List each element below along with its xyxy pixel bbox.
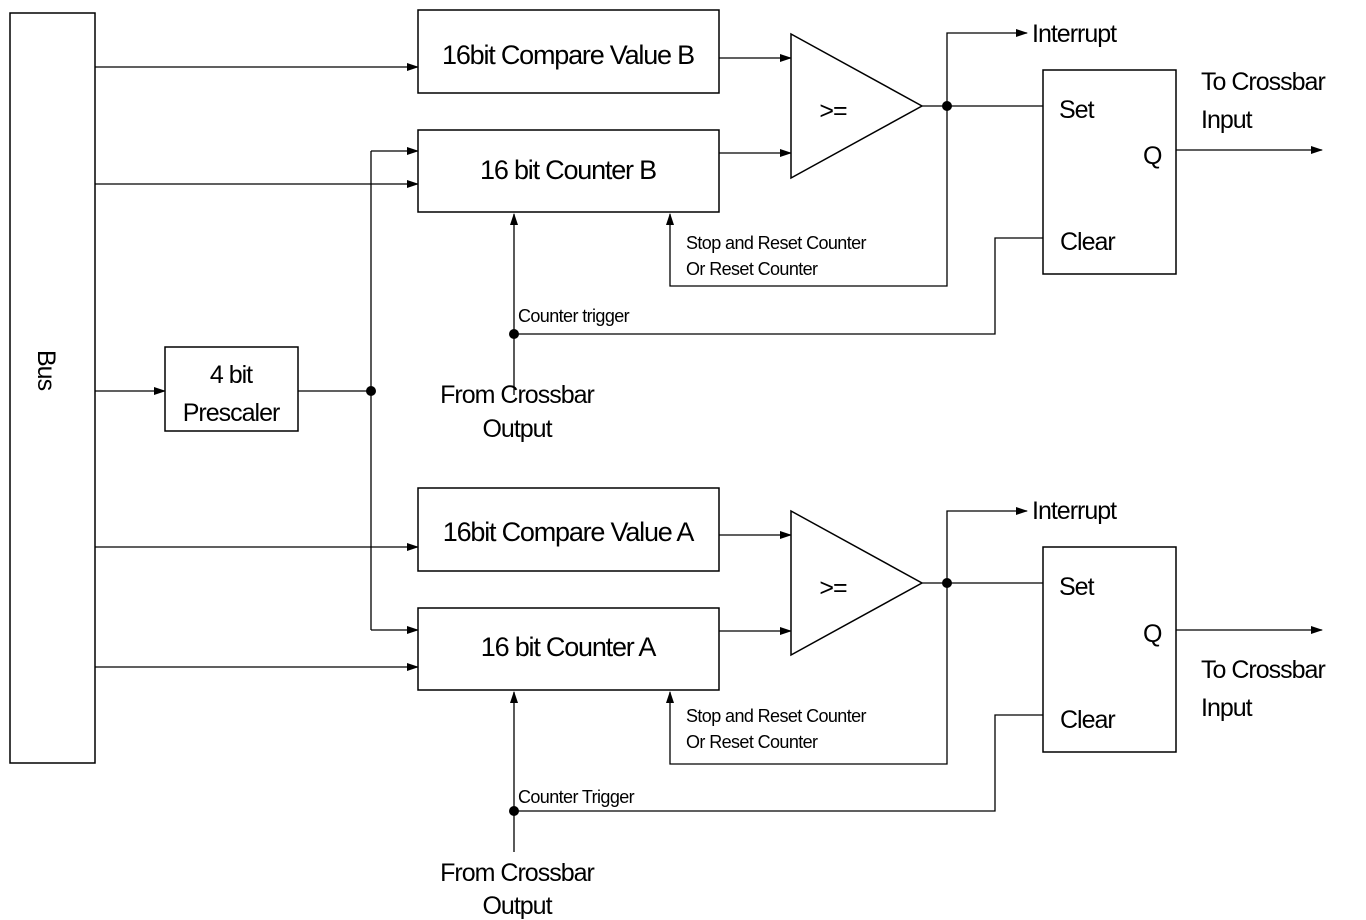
counter-b-label: 16 bit Counter B: [480, 155, 656, 185]
flipflop-b: [1042, 69, 1177, 275]
interrupt-a-wire: [946, 507, 1028, 583]
output-a-label-line1: To Crossbar: [1201, 656, 1325, 684]
output-b-label-line1: To Crossbar: [1201, 68, 1325, 96]
reset-a-feedback-wire: [666, 583, 948, 765]
bus-label: Bus: [32, 350, 60, 391]
trigger-a-label: Counter Trigger: [518, 787, 635, 807]
flipflop-a: [1042, 546, 1177, 753]
channel-a: 16bit Compare Value A 16 bit Counter A >…: [417, 487, 1326, 920]
counter-b-block: [417, 129, 720, 213]
comparator-a: [790, 509, 924, 657]
source-b-label-line2: Output: [482, 415, 552, 443]
trigger-b-to-clear-wire: [514, 237, 1043, 335]
counter-a-block: [417, 607, 720, 691]
compare-value-b-block: [417, 9, 720, 94]
prescaler-label-line1: 4 bit: [210, 361, 253, 389]
flipflop-a-clear-label: Clear: [1060, 706, 1115, 734]
compare-value-b-label: 16bit Compare Value B: [442, 40, 694, 70]
prescaler-junction-dot: [366, 386, 376, 396]
reset-a-label-line2: Or Reset Counter: [686, 732, 818, 752]
flipflop-b-clear-label: Clear: [1060, 228, 1115, 256]
flipflop-a-q-label: Q: [1143, 620, 1162, 648]
output-b-label-line2: Input: [1201, 106, 1253, 134]
prescaler-label-line2: Prescaler: [183, 399, 280, 427]
interrupt-b-label: Interrupt: [1032, 20, 1117, 48]
source-b-label-line1: From Crossbar: [440, 381, 594, 409]
output-a-label-line2: Input: [1201, 694, 1253, 722]
interrupt-a-label: Interrupt: [1032, 497, 1117, 525]
comparator-b: [790, 32, 924, 180]
reset-b-label-line1: Stop and Reset Counter: [686, 233, 867, 253]
reset-b-feedback-wire: [666, 106, 948, 287]
compare-value-a-label: 16bit Compare Value A: [443, 517, 695, 547]
reset-a-label-line1: Stop and Reset Counter: [686, 706, 867, 726]
flipflop-b-set-label: Set: [1059, 96, 1095, 124]
counter-a-label: 16 bit Counter A: [481, 632, 657, 662]
source-a-label-line1: From Crossbar: [440, 859, 594, 887]
interrupt-b-wire: [946, 29, 1028, 106]
source-a-label-line2: Output: [482, 892, 552, 920]
comparator-b-label: >=: [819, 97, 847, 125]
comparator-a-label: >=: [819, 574, 847, 602]
flipflop-a-set-label: Set: [1059, 573, 1095, 601]
flipflop-b-q-label: Q: [1143, 142, 1162, 170]
compare-value-a-block: [417, 487, 720, 572]
prescaler-block: [164, 346, 299, 432]
channel-b: 16bit Compare Value B 16 bit Counter B >…: [417, 9, 1326, 443]
trigger-a-to-clear-wire: [514, 714, 1043, 812]
reset-b-label-line2: Or Reset Counter: [686, 259, 818, 279]
trigger-b-label: Counter trigger: [518, 306, 630, 326]
bus-block: [9, 12, 96, 764]
